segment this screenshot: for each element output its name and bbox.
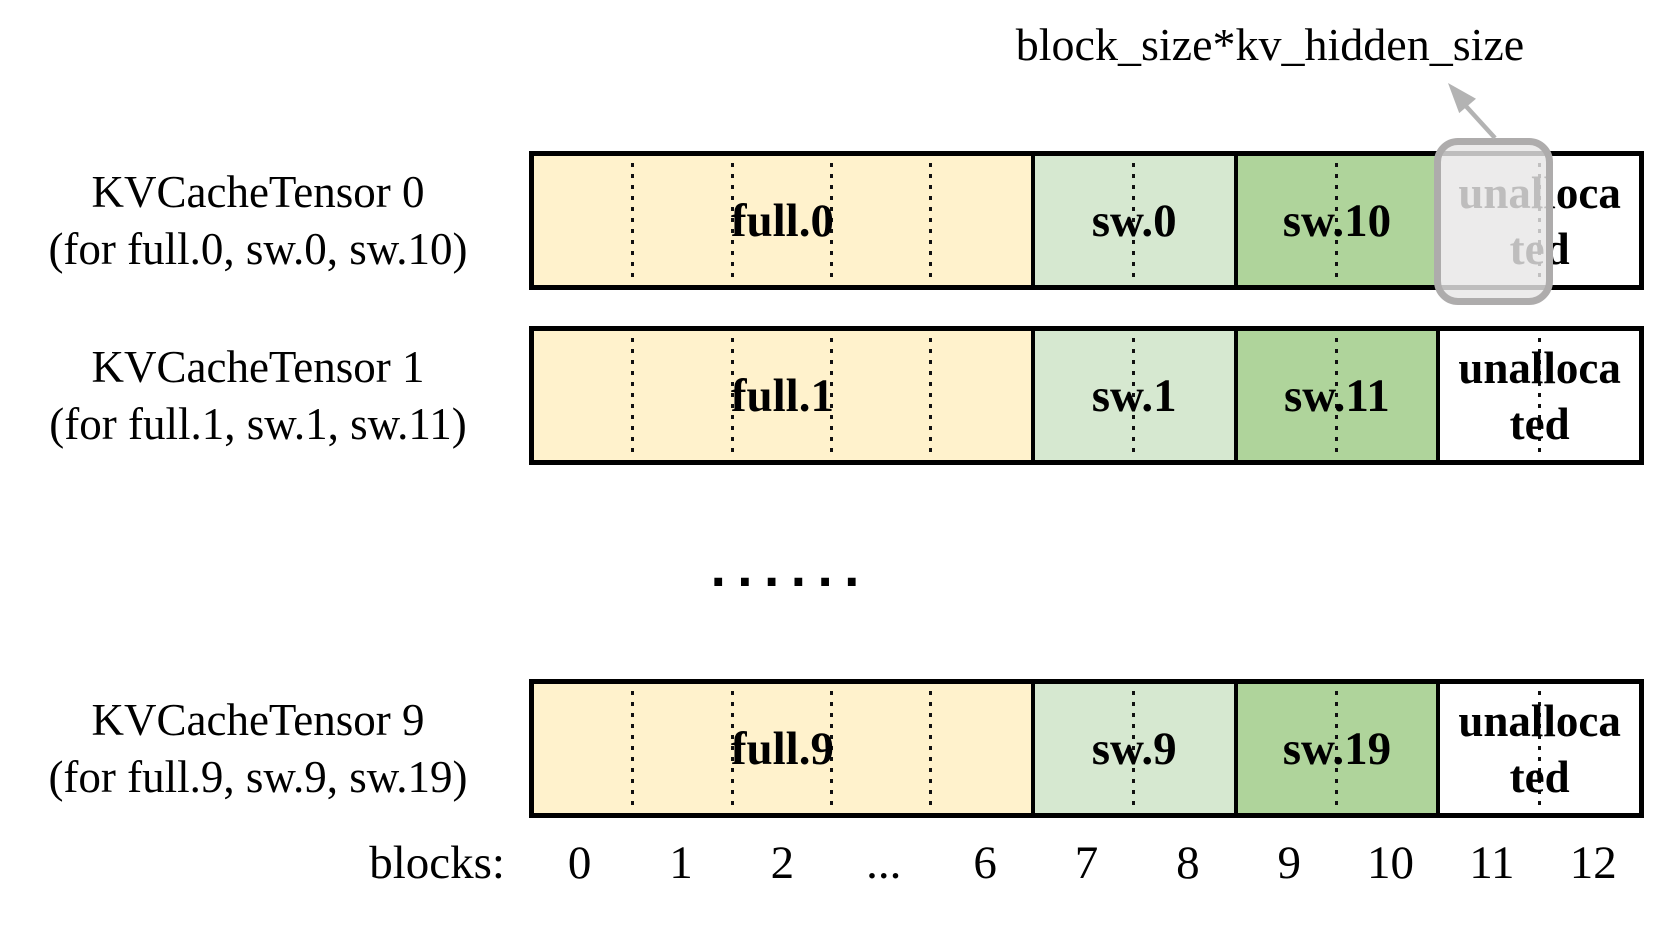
axis-tick-8: 8 xyxy=(1176,837,1200,889)
block-divider-dotted xyxy=(730,338,734,453)
block-divider-dotted xyxy=(929,338,933,453)
tensor-0-subtitle: (for full.0, sw.0, sw.10) xyxy=(48,223,468,274)
block-divider-dotted xyxy=(929,691,933,806)
tensor-row-9: KVCacheTensor 9 (for full.9, sw.9, sw.19… xyxy=(0,679,1676,818)
segment-label-full-0: full.0 xyxy=(730,194,834,247)
tensor-9-segment-sw-high: sw.19 xyxy=(1233,684,1437,813)
block-divider-dotted xyxy=(631,163,635,278)
block-divider-dotted xyxy=(631,691,635,806)
tensor-9-segment-sw-low: sw.9 xyxy=(1030,684,1234,813)
tensor-0-segment-full: full.0 xyxy=(534,156,1031,285)
block-divider-dotted xyxy=(1334,691,1338,806)
block-divider-dotted xyxy=(631,338,635,453)
axis-tick-12: 12 xyxy=(1569,837,1617,889)
block-divider-dotted xyxy=(1132,338,1136,453)
segment-label-full-9: full.9 xyxy=(730,722,834,775)
tensor-1-segment-full: full.1 xyxy=(534,331,1031,460)
block-divider-dotted xyxy=(1334,338,1338,453)
tensor-row-0: KVCacheTensor 0 (for full.0, sw.0, sw.10… xyxy=(0,151,1676,290)
block-divider-dotted xyxy=(1132,163,1136,278)
tensor-9-label: KVCacheTensor 9 (for full.9, sw.9, sw.19… xyxy=(12,679,504,818)
unallocated-label: unalloca ted xyxy=(1440,331,1639,460)
block-divider-dotted xyxy=(1132,691,1136,806)
block-divider-dotted xyxy=(830,338,834,453)
tensor-0-segment-sw-high: sw.10 xyxy=(1233,156,1437,285)
segment-label-sw-1: sw.1 xyxy=(1091,369,1177,422)
blocks-axis-ticks: 0 1 2 ... 6 7 8 9 10 11 12 xyxy=(529,836,1644,890)
unallocated-line-1: unalloca xyxy=(1458,695,1621,746)
axis-tick-7: 7 xyxy=(1074,837,1099,889)
tensor-0-segment-sw-low: sw.0 xyxy=(1030,156,1234,285)
axis-tick-ellipsis: ... xyxy=(866,837,902,889)
block-divider-dotted xyxy=(830,163,834,278)
segment-label-full-1: full.1 xyxy=(730,369,834,422)
blocks-axis-label: blocks: xyxy=(369,837,505,889)
segment-label-sw-11: sw.11 xyxy=(1284,369,1390,422)
tensor-1-label: KVCacheTensor 1 (for full.1, sw.1, sw.11… xyxy=(12,326,504,465)
tensor-9-subtitle: (for full.9, sw.9, sw.19) xyxy=(48,751,468,802)
tensor-0-name: KVCacheTensor 0 xyxy=(91,166,425,217)
tensor-1-segment-sw-low: sw.1 xyxy=(1030,331,1234,460)
tensor-1-bar: full.1 sw.1 sw.11 unalloca ted xyxy=(529,326,1644,465)
axis-tick-10: 10 xyxy=(1367,837,1415,889)
axis-tick-2: 2 xyxy=(770,837,795,889)
tensor-1-name: KVCacheTensor 1 xyxy=(91,341,425,392)
blocks-axis: blocks: 0 1 2 ... 6 7 8 9 10 11 12 xyxy=(0,836,1676,906)
tensor-0-label: KVCacheTensor 0 (for full.0, sw.0, sw.10… xyxy=(12,151,504,290)
unallocated-label: unalloca ted xyxy=(1440,684,1639,813)
unallocated-line-2: ted xyxy=(1509,398,1570,449)
tensor-1-segment-unallocated: unalloca ted xyxy=(1436,331,1640,460)
tensor-9-segment-unallocated: unalloca ted xyxy=(1436,684,1640,813)
block-divider-dotted xyxy=(1537,691,1541,806)
block-divider-dotted xyxy=(730,691,734,806)
tensor-9-name: KVCacheTensor 9 xyxy=(91,694,425,745)
block-divider-dotted xyxy=(730,163,734,278)
axis-tick-6: 6 xyxy=(973,837,997,889)
block-divider-dotted xyxy=(830,691,834,806)
axis-tick-0: 0 xyxy=(567,837,592,889)
segment-label-sw-10: sw.10 xyxy=(1282,194,1392,247)
tensor-1-segment-sw-high: sw.11 xyxy=(1233,331,1437,460)
block-divider-dotted xyxy=(929,163,933,278)
highlighted-block-outline xyxy=(1434,138,1553,305)
axis-tick-11: 11 xyxy=(1469,837,1515,889)
block-divider-dotted xyxy=(1537,338,1541,453)
tensor-row-1: KVCacheTensor 1 (for full.1, sw.1, sw.11… xyxy=(0,326,1676,465)
segment-label-sw-9: sw.9 xyxy=(1091,722,1177,775)
axis-tick-9: 9 xyxy=(1277,837,1301,889)
block-size-annotation: block_size*kv_hidden_size xyxy=(1015,19,1525,70)
unallocated-line-1: unalloca xyxy=(1458,342,1621,393)
segment-label-sw-19: sw.19 xyxy=(1282,722,1392,775)
annotation-arrow xyxy=(1448,83,1497,140)
tensor-1-subtitle: (for full.1, sw.1, sw.11) xyxy=(49,398,467,449)
rows-ellipsis: ...... xyxy=(709,546,871,597)
segment-label-sw-0: sw.0 xyxy=(1091,194,1177,247)
axis-tick-1: 1 xyxy=(669,837,693,889)
tensor-9-bar: full.9 sw.9 sw.19 unalloca ted xyxy=(529,679,1644,818)
block-divider-dotted xyxy=(1334,163,1338,278)
tensor-9-segment-full: full.9 xyxy=(534,684,1031,813)
unallocated-line-2: ted xyxy=(1509,751,1570,802)
